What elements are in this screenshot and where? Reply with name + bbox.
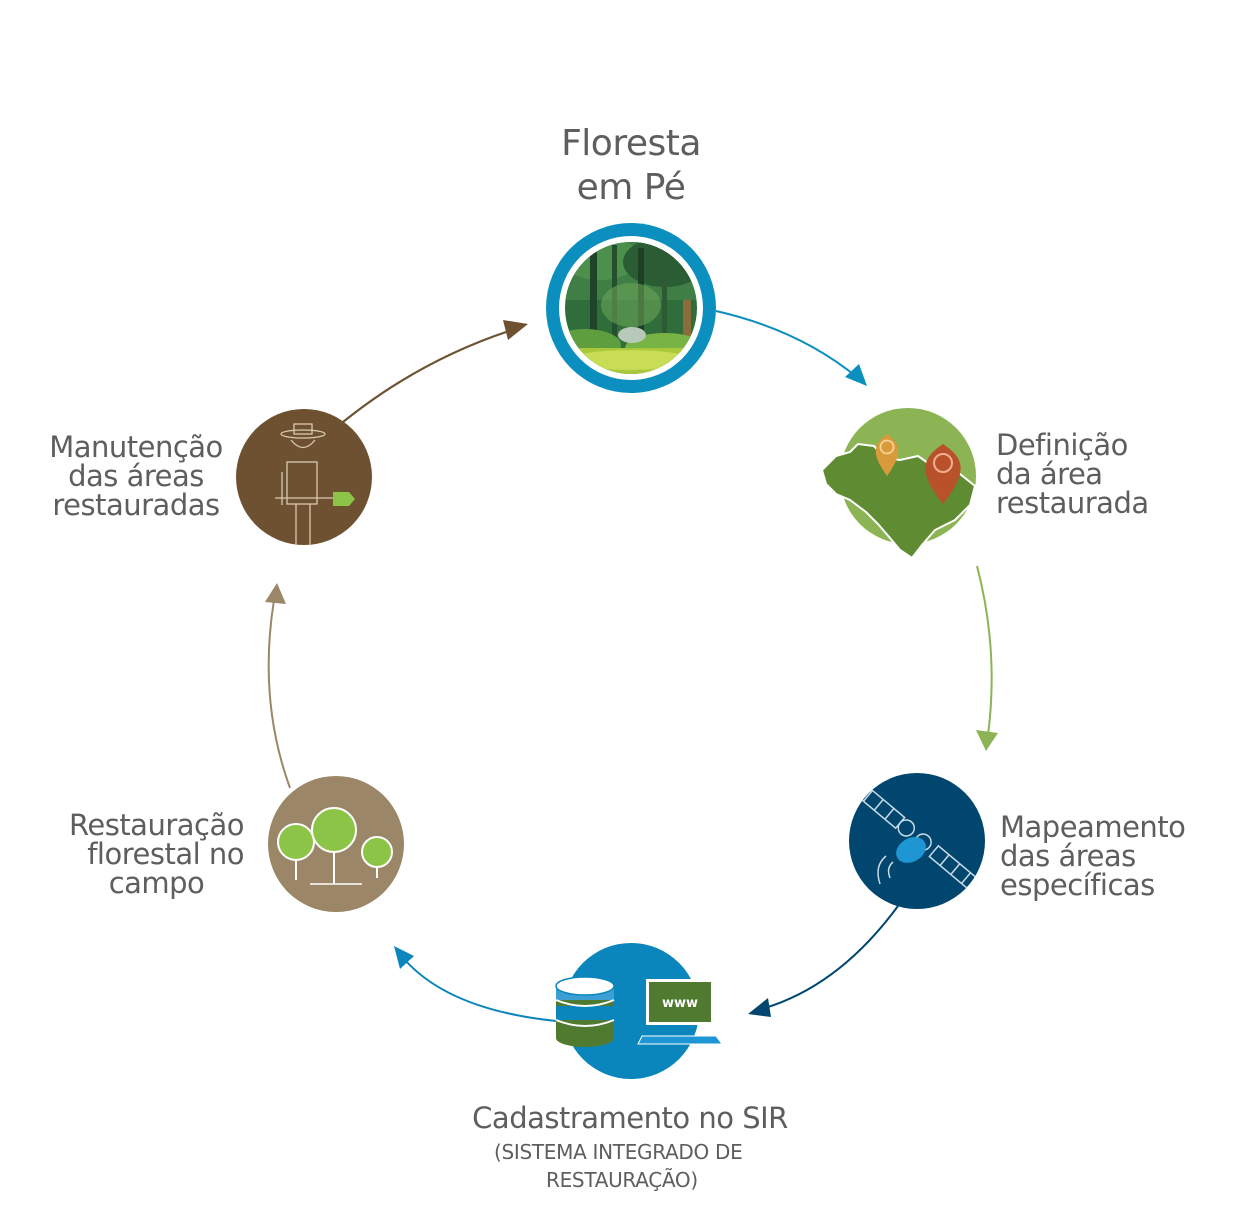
computer-screen-icon bbox=[637, 979, 723, 1045]
arrow-mapeamento-to-cadastramento bbox=[748, 905, 899, 1017]
floresta-label-line1: Floresta bbox=[561, 123, 701, 164]
manutencao-label-line1: Manutenção bbox=[49, 430, 223, 464]
cadastramento-title: Cadastramento no SIR bbox=[472, 1101, 788, 1135]
arrow-cadastramento-to-restauracao bbox=[394, 946, 557, 1022]
cadastramento-label: Cadastramento no SIR bbox=[430, 1104, 830, 1133]
database-icon bbox=[555, 976, 615, 1047]
restauracao-label: Restauração florestal no campo bbox=[69, 811, 244, 898]
www-screen-label: www bbox=[662, 996, 698, 1011]
definicao-node bbox=[820, 408, 977, 560]
restauracao-node bbox=[268, 776, 404, 912]
trees-icon bbox=[277, 807, 393, 885]
definicao-label: Definição da área restaurada bbox=[996, 431, 1149, 518]
map-pin-large-icon bbox=[925, 444, 961, 504]
manutencao-label-line2: das áreas bbox=[68, 459, 204, 493]
mapeamento-label: Mapeamento das áreas específicas bbox=[1000, 810, 1186, 902]
floresta-label: Floresta em Pé bbox=[526, 122, 736, 210]
mapeamento-label-line3: específicas bbox=[1000, 868, 1155, 902]
cadastramento-node bbox=[555, 943, 723, 1079]
definicao-label-line1: Definição bbox=[996, 428, 1128, 462]
restauracao-label-line3: campo bbox=[108, 866, 205, 900]
map-pin-small-icon bbox=[875, 434, 899, 476]
arrow-manutencao-to-floresta bbox=[342, 320, 528, 423]
arrow-definicao-to-mapeamento bbox=[976, 565, 998, 751]
manutencao-label-line3: restauradas bbox=[52, 488, 220, 522]
definicao-label-line3: restaurada bbox=[996, 486, 1149, 520]
mapeamento-label-line1: Mapeamento bbox=[1000, 810, 1186, 844]
restauracao-label-line2: florestal no bbox=[87, 837, 244, 871]
mapeamento-label-line2: das áreas bbox=[1000, 839, 1136, 873]
manutencao-label: Manutenção das áreas restauradas bbox=[40, 433, 232, 520]
cadastramento-sub2: RESTAURAÇÃO) bbox=[546, 1168, 698, 1192]
manutencao-node bbox=[236, 409, 372, 545]
definicao-label-line2: da área bbox=[996, 457, 1103, 491]
floresta-em-pe-node bbox=[546, 223, 716, 393]
floresta-label-line2: em Pé bbox=[576, 167, 686, 208]
worker-icon bbox=[275, 423, 335, 545]
cadastramento-sub1: (SISTEMA INTEGRADO DE bbox=[494, 1140, 743, 1164]
arrow-restauracao-to-manutencao bbox=[265, 583, 291, 789]
arrow-floresta-to-definicao bbox=[715, 310, 867, 386]
mapeamento-node bbox=[849, 773, 985, 909]
restauracao-label-line1: Restauração bbox=[69, 808, 244, 842]
